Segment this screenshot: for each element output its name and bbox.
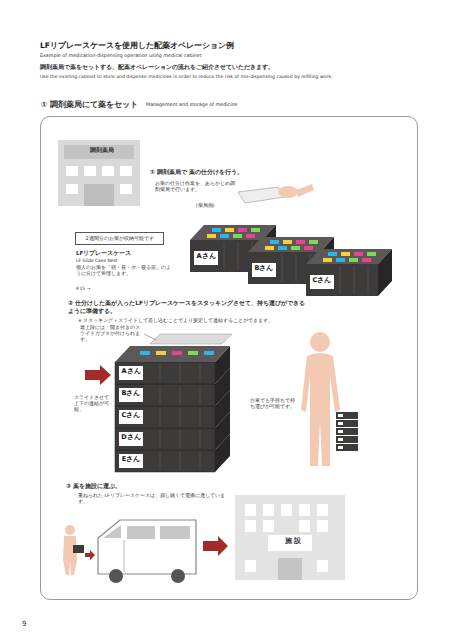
callout-text: 最上段には、開き付きのスライドガブタが付けられます。 (80, 325, 142, 343)
box-text: 2週間分のお薬が収納可能です (76, 235, 163, 241)
name-tag: Bさん (252, 264, 276, 272)
facility-building: 施 設 (235, 495, 351, 580)
step-heading: ① 調剤薬局で 薬の仕分けを行う。 (150, 168, 260, 176)
name-tag: Eさん (119, 455, 143, 463)
stacked-cases (115, 334, 232, 472)
red-arrow (85, 365, 111, 385)
section-heading: ① 調剤薬局にて薬をセット (41, 100, 138, 109)
name-tag: Cさん (310, 276, 334, 284)
step-text: 重ねられた LFリプレースケースは、崩し難くて運搬に適しています。 (78, 493, 228, 505)
callout-text: 台車でも手持ちで持ち運びが可能です。 (250, 398, 298, 410)
name-tag: Bさん (119, 389, 143, 397)
step-heading: ③ 薬を施設に運ぶ。 (66, 482, 266, 490)
step-note: ※ スタッキング＋スライドして差し込むことでより安定して連結することができます。 (78, 318, 338, 324)
product-name-en: LF Slide Case Nest (76, 258, 171, 264)
delivery-person (63, 525, 84, 575)
callout-text: スライドさせて上下の連結が可能。 (74, 395, 112, 413)
leader-line (144, 334, 156, 340)
pharmacy-building: 調剤薬局 (58, 140, 146, 206)
section-subheading: Management and storage of medicine (146, 102, 238, 108)
intro-en: Use the existing cabinet to store and di… (40, 74, 430, 80)
red-arrow (203, 536, 228, 556)
section-panel: ① 調剤薬局にて薬をセットManagement and storage of m… (40, 116, 418, 600)
person-silhouette (301, 332, 358, 466)
hand (278, 186, 298, 198)
side-note: (薬局側) (196, 203, 232, 209)
case-lid (238, 187, 285, 203)
name-tag: Cさん (119, 411, 143, 419)
building-sign: 施 設 (235, 537, 351, 545)
heading-en: Example of medication-dispensing operati… (40, 53, 430, 59)
arm (296, 184, 314, 197)
name-tag: Dさん (119, 433, 143, 441)
step-text: お薬の仕分け作業を、あらかじめ調剤薬局で行います。 (155, 181, 235, 193)
medicine-case (306, 249, 392, 296)
page-number: 9 (22, 620, 42, 629)
name-tag: Aさん (194, 252, 218, 260)
van (98, 520, 196, 583)
capacity-box: 2週間分のお薬が収納可能です (75, 232, 164, 245)
intro-text: 調剤薬局で薬をセットする、配薬オペレーションの流れをご紹介させていただきます。 (40, 63, 430, 71)
page-reference: P.15 → (76, 286, 136, 292)
product-note: 個人のお薬を「朝・昼・夕・寝る前」のように分けて管理します。 (76, 265, 171, 277)
name-tag: Aさん (119, 367, 143, 375)
building-sign: 調剤薬局 (58, 146, 146, 154)
product-name: LFリプレースケース (76, 250, 171, 257)
page-title: LFリプレースケースを使用した配薬オペレーション例 (40, 41, 234, 51)
red-arrow (85, 550, 95, 560)
step-heading: ② 仕分けした薬が入ったLFリプレースケースをスタッキングさせて、持ち運びができ… (68, 299, 308, 315)
